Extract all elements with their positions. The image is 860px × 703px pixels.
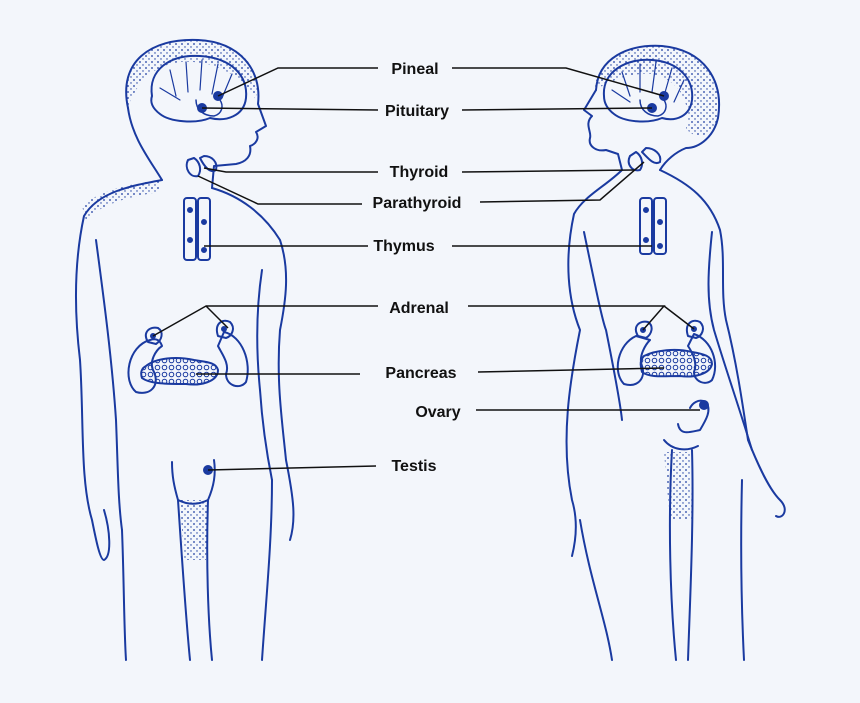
female-pubic-hair [664, 452, 692, 520]
male-brain [150, 54, 248, 123]
male-figure [74, 38, 295, 661]
female-right-side [659, 169, 786, 518]
label-adrenal: Adrenal [385, 300, 453, 318]
leader-parathyroid-left [197, 175, 362, 205]
male-thymus-gland [183, 197, 211, 261]
male-right-side [211, 187, 295, 541]
male-pancreas [140, 357, 219, 386]
female-thyroid-gland [627, 147, 662, 172]
label-pancreas: Pancreas [381, 365, 461, 383]
female-ovary [677, 399, 710, 434]
female-thymus-gland [639, 197, 667, 255]
male-pubic-hair [180, 500, 208, 560]
female-groin [663, 439, 699, 451]
leader-adrenal-left [152, 305, 378, 337]
leader-testis [207, 465, 377, 471]
leader-pituitary-left [201, 107, 379, 111]
male-inner-arm-left [95, 239, 123, 531]
male-back-neck [127, 107, 163, 181]
label-pineal: Pineal [387, 61, 443, 79]
female-head-outline [595, 44, 720, 171]
male-legs [121, 479, 273, 661]
leader-pineal-left [217, 67, 378, 97]
female-face-profile [583, 89, 623, 171]
leader-pineal-right [452, 67, 665, 97]
label-pituitary: Pituitary [380, 103, 454, 121]
male-head-outline [125, 38, 267, 189]
male-thyroid-gland [185, 155, 218, 178]
male-inner-arm-right [256, 269, 273, 481]
label-ovary: Ovary [411, 404, 465, 422]
female-inner-arm-right [707, 231, 753, 451]
female-hair [594, 45, 720, 136]
female-figure [565, 44, 786, 661]
leader-parathyroid-right [479, 161, 645, 203]
female-left-side [565, 169, 623, 557]
leader-lines [152, 67, 700, 471]
leader-thyroid-left [203, 167, 378, 173]
leader-pancreas-right [477, 367, 665, 373]
label-testis: Testis [387, 458, 441, 476]
female-brain [602, 58, 694, 123]
female-legs [579, 449, 745, 661]
female-inner-arm-left [583, 231, 623, 421]
male-kidneys [127, 319, 249, 394]
label-thyroid: Thyroid [385, 164, 453, 182]
female-pancreas [639, 348, 713, 378]
label-thymus: Thymus [369, 238, 439, 256]
leader-adrenal-right [468, 305, 695, 331]
male-shoulder-dots [82, 180, 160, 220]
male-hair [126, 39, 257, 108]
label-parathyroid: Parathyroid [368, 195, 466, 213]
leader-pituitary-right [461, 107, 653, 111]
leader-thyroid-right [461, 169, 635, 173]
